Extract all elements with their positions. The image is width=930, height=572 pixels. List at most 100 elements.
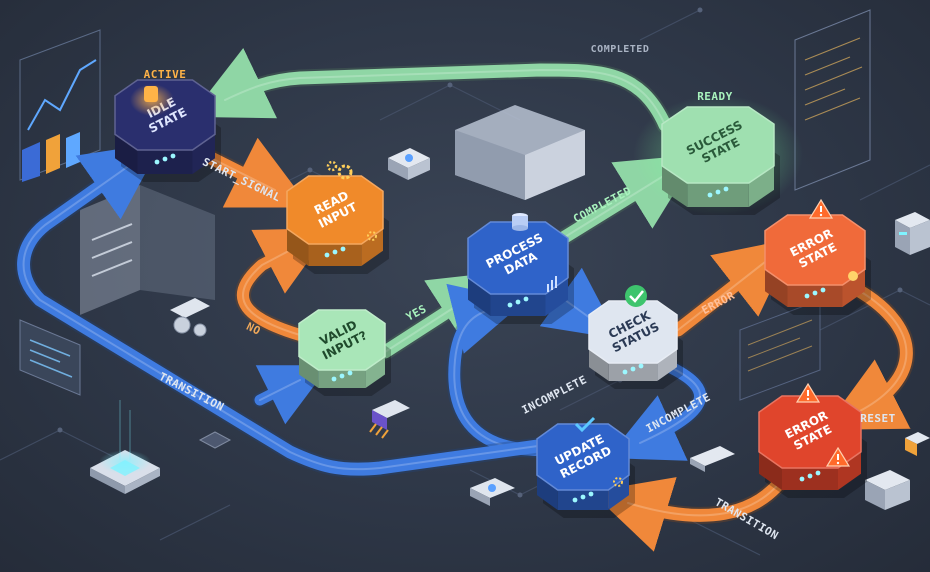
battery-icon: [905, 432, 930, 456]
node-read-led: [332, 249, 338, 255]
node-check-side: [657, 349, 677, 381]
node-error1-led: [820, 287, 826, 293]
node-read[interactable]: READINPUT: [286, 175, 389, 274]
node-read-side: [361, 228, 383, 266]
edge-label-completed-top: COMPLETED: [591, 44, 650, 55]
node-update-led: [588, 491, 594, 497]
node-idle-led: [162, 156, 168, 162]
node-read-side: [287, 228, 309, 266]
node-check-side: [589, 349, 609, 381]
node-error2-side: [838, 451, 861, 490]
checkmark-icon: [629, 290, 644, 303]
node-success[interactable]: SUCCESSSTATE: [633, 95, 803, 215]
node-check-led: [630, 366, 636, 372]
bar-chart-panel: [19, 29, 101, 182]
node-success-side: [662, 165, 688, 207]
transition-arrows: [15, 47, 915, 552]
node-valid-led: [339, 373, 345, 379]
gear-icon: [337, 164, 353, 180]
pc-unit-icon: [865, 470, 910, 510]
database-icon: [512, 216, 528, 228]
bar-chart-icon: [547, 276, 557, 292]
arrow-valid-no-to-read-highlight: [241, 244, 301, 336]
arrow-process-to-check-highlight: [564, 299, 591, 319]
edge-label-reset: RESET: [860, 412, 896, 425]
arrow-loop-to-idle-highlight: [22, 164, 546, 471]
node-process[interactable]: PROCESSDATA: [467, 221, 574, 324]
node-valid[interactable]: VALIDINPUT?: [298, 309, 391, 396]
node-process-led: [515, 299, 521, 305]
server-rack-panel: [80, 185, 215, 315]
node-check-led: [638, 363, 644, 369]
node-error1-side: [787, 285, 843, 307]
arrow-check-to-error1-highlight: [677, 261, 766, 331]
node-update[interactable]: UPDATERECORD: [536, 423, 635, 518]
node-process-side: [468, 277, 491, 316]
code-panel-left: [19, 319, 81, 396]
node-error1-side: [765, 269, 788, 307]
node-process-side: [545, 277, 568, 316]
node-read-led: [324, 252, 330, 258]
node-update-top: [536, 423, 630, 491]
node-error2-led: [807, 473, 813, 479]
node-success-side: [687, 183, 749, 207]
node-error1-led: [804, 293, 810, 299]
node-error1-side: [842, 269, 865, 307]
node-success-led: [723, 186, 729, 192]
database-icon: [512, 225, 528, 231]
node-valid-led: [331, 376, 337, 382]
success-ready-tag: READY: [697, 90, 733, 103]
node-update-side: [557, 490, 609, 510]
node-valid-top: [298, 309, 386, 371]
node-error2-led: [799, 476, 805, 482]
checkmark-icon: [574, 416, 596, 433]
node-update-led: [580, 494, 586, 500]
node-check[interactable]: CHECKSTATUS: [588, 300, 683, 389]
node-error2-side: [782, 468, 838, 490]
node-error2-top: [758, 395, 862, 469]
node-error2-led: [815, 470, 821, 476]
arrow-update-to-process-highlight: [453, 309, 541, 451]
node-error2[interactable]: ERRORSTATE: [758, 395, 867, 498]
arrow-error1-to-error2-highlight: [857, 289, 908, 413]
node-error1[interactable]: ERRORSTATE: [764, 214, 871, 315]
node-success-led: [715, 189, 721, 195]
idle-active-tag: ACTIVE: [144, 68, 187, 81]
node-error1-top: [764, 214, 866, 286]
state-nodes: IDLESTATEREADINPUTVALIDINPUT?PROCESSDATA…: [114, 68, 871, 518]
gear-icon: [613, 477, 623, 487]
node-success-led: [707, 192, 713, 198]
beacon-icon: [144, 86, 158, 102]
ram-stick-icon: [690, 446, 735, 472]
warning-icon-dot: [836, 461, 840, 465]
processor-icon-small: [198, 431, 232, 449]
node-valid-side: [318, 370, 366, 388]
node-check-led: [622, 369, 628, 375]
node-success-top: [661, 106, 775, 184]
node-idle-side: [137, 150, 193, 174]
node-idle-led: [170, 153, 176, 159]
node-check-side: [608, 363, 658, 381]
arrow-check-to-update-highlight: [639, 367, 701, 444]
node-process-side: [490, 294, 546, 316]
node-valid-side: [365, 356, 385, 388]
node-idle-led: [154, 159, 160, 165]
cable-channel-block: [455, 105, 585, 200]
robot-arm-icon: [170, 298, 210, 337]
node-process-led: [507, 302, 513, 308]
arrow-success-to-idle-highlight: [224, 69, 666, 126]
node-update-side: [608, 475, 629, 510]
node-decorations: ACTIVE READY: [130, 68, 858, 487]
check-circle-icon: [625, 285, 647, 307]
edge-label-transition-left: TRANSITION: [157, 370, 226, 414]
arrow-idle-to-read-highlight: [204, 154, 276, 191]
node-error1-led: [812, 290, 818, 296]
node-success-side: [748, 165, 774, 207]
node-error2-side: [759, 451, 782, 490]
node-idle-side: [115, 134, 138, 174]
node-read-led: [340, 246, 346, 252]
motor-icon: [388, 148, 430, 180]
node-valid-side: [299, 356, 319, 388]
